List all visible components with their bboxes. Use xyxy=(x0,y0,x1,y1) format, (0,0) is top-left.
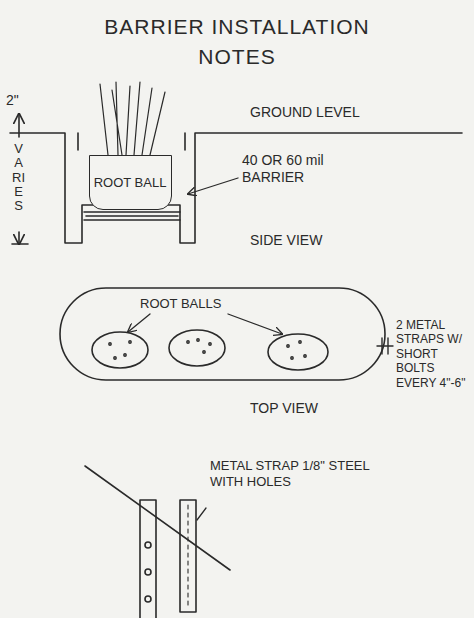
leader-line xyxy=(128,314,150,332)
barrier-ring xyxy=(60,288,385,380)
root-ball-symbol xyxy=(169,330,225,366)
note-label: 2" xyxy=(6,92,19,109)
texture-dot xyxy=(197,339,199,341)
barrier-top xyxy=(78,133,185,150)
root-ball-box: ROOT BALL xyxy=(89,155,172,210)
plant-stems xyxy=(100,82,165,155)
texture-dot xyxy=(203,351,205,353)
barrier-edge xyxy=(85,466,230,570)
barrier-hatch xyxy=(84,212,180,220)
texture-dot xyxy=(124,354,126,356)
texture-dot xyxy=(209,343,211,345)
note-label: 2 METAL STRAPS W/ SHORT BOLTS EVERY 4"-6… xyxy=(396,318,470,390)
metal-strap xyxy=(140,500,156,618)
note-label: 40 OR 60 mil BARRIER xyxy=(242,152,360,186)
dimension-arrow xyxy=(18,114,20,137)
bolt-hole xyxy=(145,569,151,575)
leader-line xyxy=(188,178,238,194)
metal-strap xyxy=(180,500,196,612)
dimension-tick xyxy=(12,243,28,245)
trench-outline xyxy=(10,133,462,243)
bolt-hole xyxy=(145,542,151,548)
strap-centerline xyxy=(187,505,188,608)
note-label: ROOT BALLS xyxy=(140,296,221,312)
note-label: GROUND LEVEL xyxy=(250,104,360,121)
root-ball-symbol xyxy=(92,332,148,368)
note-label: METAL STRAP 1/8" STEEL WITH HOLES xyxy=(210,458,370,489)
leader-line xyxy=(197,508,206,520)
root-ball-symbol xyxy=(268,334,328,370)
texture-dot xyxy=(187,341,189,343)
dimension-label: VARIES xyxy=(12,142,25,213)
title: BARRIER INSTALLATION NOTES xyxy=(87,12,387,72)
barrier-lines xyxy=(84,212,180,220)
texture-dot xyxy=(299,341,301,343)
texture-dot xyxy=(109,343,111,345)
texture-dot xyxy=(291,357,293,359)
node-text: ROOT BALL xyxy=(94,175,167,191)
bolt-hole xyxy=(145,596,151,602)
note-label: SIDE VIEW xyxy=(250,232,322,249)
texture-dot xyxy=(287,345,289,347)
note-label: TOP VIEW xyxy=(250,400,318,417)
texture-dot xyxy=(129,341,131,343)
root-ball-texture xyxy=(109,339,306,359)
strap-symbol xyxy=(377,338,393,354)
leader-line xyxy=(228,314,282,334)
dimension-arrow xyxy=(18,232,20,244)
texture-dot xyxy=(304,355,306,357)
texture-dot xyxy=(114,357,116,359)
